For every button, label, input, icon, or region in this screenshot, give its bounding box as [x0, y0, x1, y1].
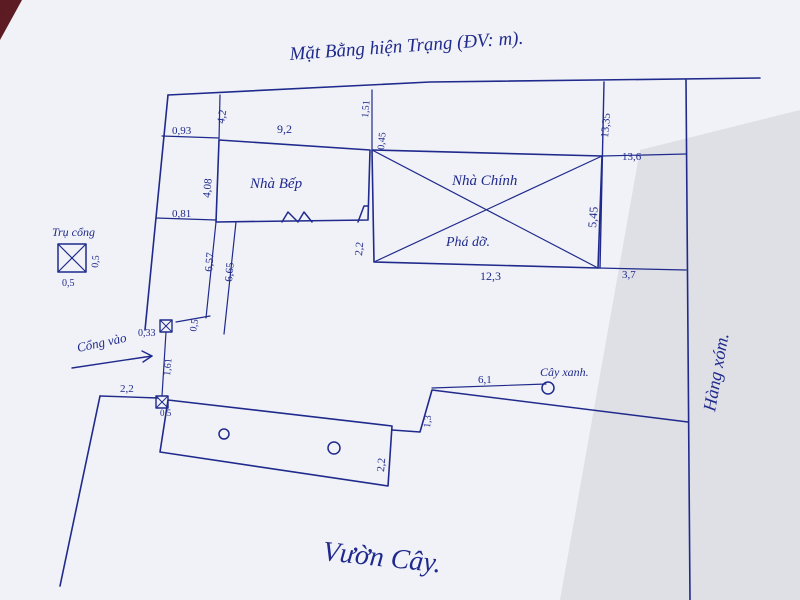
dim-123: 12,3	[480, 269, 501, 283]
gate-arrow-shaft	[71, 355, 153, 369]
dim-093: 0,93	[172, 125, 192, 137]
kitchen-outline	[215, 139, 371, 223]
dim-081: 0,81	[172, 208, 191, 220]
dim-161: 1,61	[162, 358, 174, 376]
dim-033: 0,33	[138, 328, 156, 339]
main-house-cross-2	[373, 155, 603, 263]
dim-line-081	[155, 217, 217, 221]
legend-gate-post-w: 0,5	[62, 278, 75, 289]
dim-line-gate	[175, 315, 211, 323]
demolish-note: Phá dỡ.	[445, 235, 490, 250]
dim-665: 6,65	[223, 262, 237, 283]
site-boundary-top	[167, 77, 761, 96]
dim-22-left: 2,2	[120, 383, 134, 395]
dim-61: 6,1	[478, 374, 492, 386]
gate-opening-line	[161, 331, 167, 397]
legend-gate-post-x2	[57, 243, 87, 273]
front-boundary-top-left	[99, 395, 159, 399]
legend-gate-post-symbol	[57, 243, 87, 273]
dim-22-strip: 2,2	[375, 458, 388, 473]
dim-92: 9,2	[277, 122, 292, 136]
dim-545: 5,45	[585, 206, 601, 228]
dim-1335: 13,35	[599, 112, 613, 138]
dim-05a: 0,5	[188, 318, 201, 332]
dim-line-093	[161, 135, 220, 139]
dim-151: 1,51	[360, 100, 372, 118]
dim-line-657	[205, 221, 217, 319]
gate-arrow-icon	[141, 350, 153, 363]
tree-icon	[218, 428, 230, 440]
front-boundary-left	[59, 395, 101, 587]
dim-136: 13,6	[622, 151, 642, 163]
dim-42: 4,2	[215, 109, 229, 125]
dim-22-main: 2,2	[353, 242, 366, 257]
dim-line-42	[218, 94, 221, 141]
legend-gate-post-label: Trụ cổng	[52, 225, 95, 239]
dim-408: 4,08	[201, 178, 215, 199]
front-step-line	[391, 389, 689, 433]
paper-shadow	[560, 110, 800, 600]
tree-icon	[541, 381, 555, 395]
gate-post-top-x2	[159, 319, 173, 333]
gate-post-bottom-x2	[155, 395, 169, 409]
dim-657: 6,57	[203, 252, 217, 273]
dim-line-665	[223, 221, 237, 335]
garden-strip	[159, 399, 393, 487]
neighbor-line	[685, 79, 691, 600]
kitchen-door-mark	[281, 211, 313, 223]
dim-37: 3,7	[622, 269, 636, 281]
kitchen-label: Nhà Bếp	[249, 176, 303, 192]
main-house-cross-1	[371, 149, 599, 269]
kitchen-door-swing	[357, 205, 369, 223]
tree-label: Cây xanh.	[540, 365, 589, 379]
legend-gate-post-h: 0,5	[90, 255, 102, 268]
dim-line-37	[597, 267, 687, 271]
dim-045: 0,45	[376, 132, 388, 150]
dim-13: 1,3	[422, 415, 434, 428]
dim-line-136	[601, 153, 687, 157]
site-boundary-left	[144, 94, 169, 331]
main-house-label: Nhà Chính	[451, 173, 517, 189]
tree-icon	[327, 441, 341, 455]
dim-line-61	[431, 383, 547, 389]
